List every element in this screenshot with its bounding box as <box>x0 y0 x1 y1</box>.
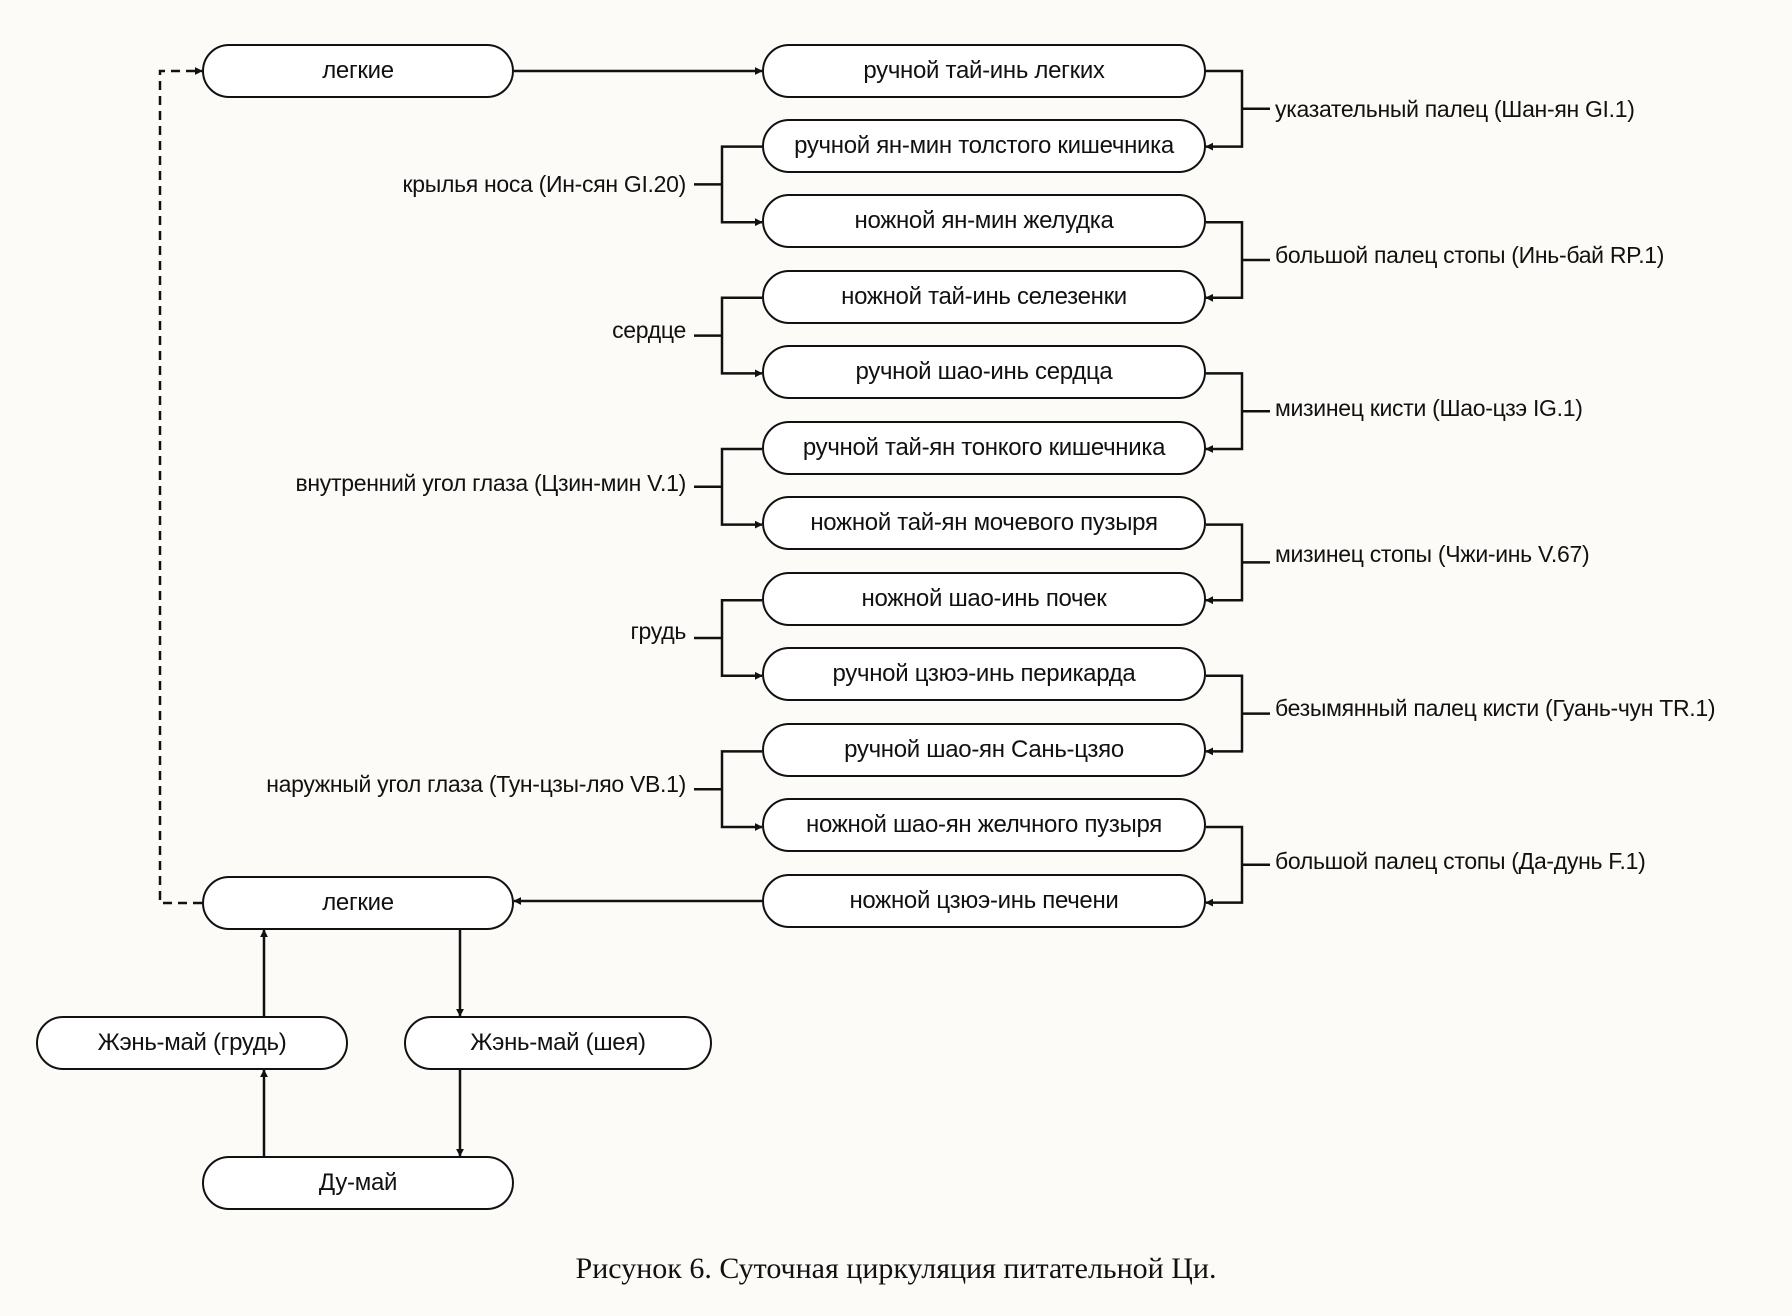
figure-caption: Рисунок 6. Суточная циркуляция питательн… <box>575 1252 1217 1285</box>
left-connector-label: грудь <box>630 618 686 644</box>
right-connector-label: мизинец кисти (Шао-цзэ IG.1) <box>1275 395 1583 421</box>
du-mai-node: Ду-май <box>202 1156 514 1210</box>
meridian-node: ручной шао-ян Сань-цзяо <box>762 723 1206 777</box>
meridian-node: ручной цзюэ-инь перикарда <box>762 647 1206 701</box>
ren-mai-neck-node: Жэнь-май (шея) <box>404 1016 712 1070</box>
connector-bracket <box>1205 825 1244 907</box>
connector-bracket <box>1205 674 1244 756</box>
left-connector-label: наружный угол глаза (Тун-цзы-ляо VB.1) <box>266 771 686 797</box>
right-connector-label: большой палец стопы (Инь-бай RP.1) <box>1275 242 1665 268</box>
meridian-node: ножной цзюэ-инь печени <box>762 874 1206 928</box>
meridian-node: ножной ян-мин желудка <box>762 194 1206 248</box>
meridian-node: ножной шао-ян желчного пузыря <box>762 798 1206 852</box>
connector-bracket <box>1205 372 1244 453</box>
ren-mai-chest-node: Жэнь-май (грудь) <box>36 1016 348 1070</box>
lungs-top-node: легкие <box>202 44 514 98</box>
right-connector-label: безымянный палец кисти (Гуань-чун TR.1) <box>1275 695 1716 721</box>
connector-bracket <box>720 447 763 529</box>
meridian-node: ножной шао-инь почек <box>762 572 1206 626</box>
connector-bracket <box>720 296 763 378</box>
right-connector-label: большой палец стопы (Да-дунь F.1) <box>1275 848 1646 874</box>
left-connector-label: внутренний угол глаза (Цзин-мин V.1) <box>295 470 686 496</box>
meridian-node: ножной тай-ян мочевого пузыря <box>762 496 1206 550</box>
right-connector-label: указательный палец (Шан-ян GI.1) <box>1275 96 1635 122</box>
connector-bracket <box>1205 523 1244 605</box>
connector-bracket <box>720 145 763 227</box>
meridian-node: ручной шао-инь сердца <box>762 345 1206 399</box>
meridian-node: ножной тай-инь селезенки <box>762 270 1206 324</box>
connector-bracket <box>720 750 763 831</box>
right-connector-label: мизинец стопы (Чжи-инь V.67) <box>1275 541 1590 567</box>
return-dashed-arrow <box>158 67 203 905</box>
connector-bracket <box>1205 69 1244 151</box>
meridian-node: ручной тай-ян тонкого кишечника <box>762 421 1206 475</box>
lungs-bottom-node: легкие <box>202 876 514 930</box>
meridian-node: ручной ян-мин толстого кишечника <box>762 119 1206 173</box>
connector-bracket <box>1205 220 1244 302</box>
connector-bracket <box>720 598 763 680</box>
left-connector-label: крылья носа (Ин-сян GI.20) <box>402 171 686 197</box>
meridian-node: ручной тай-инь легких <box>762 44 1206 98</box>
left-connector-label: сердце <box>612 317 686 343</box>
